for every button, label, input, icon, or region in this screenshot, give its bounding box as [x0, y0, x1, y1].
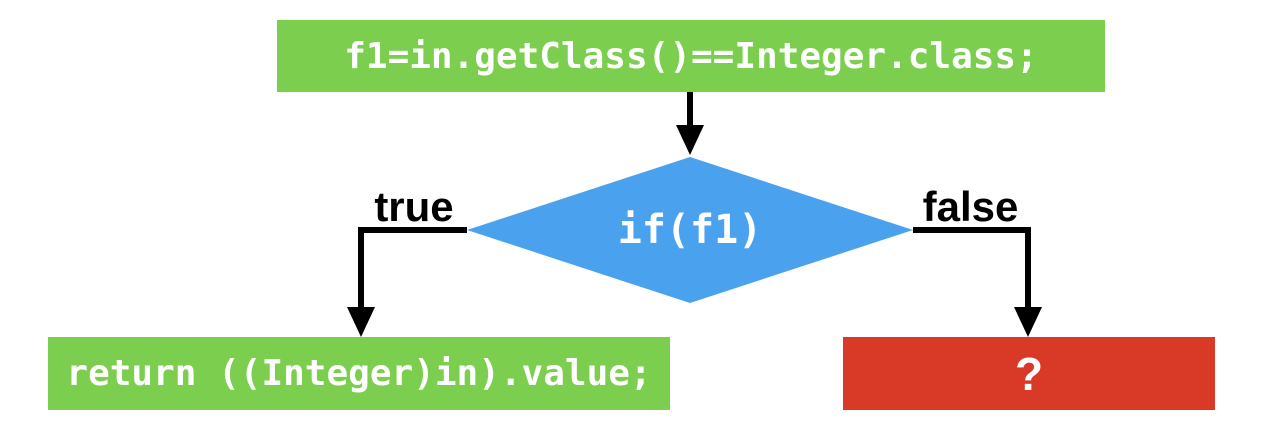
edge-label-true: true [374, 183, 454, 230]
node-statement-text: f1=in.getClass()==Integer.class; [344, 35, 1038, 77]
node-true-result-text: return ((Integer)in).value; [66, 353, 652, 394]
node-statement: f1=in.getClass()==Integer.class; [277, 20, 1105, 92]
connector-false-branch [913, 227, 1042, 337]
connector-line [913, 227, 1031, 310]
arrowhead-down-icon [1014, 307, 1042, 337]
edge-label-false: false [922, 183, 1019, 230]
node-condition-diamond [467, 157, 913, 303]
arrowhead-down-icon [347, 307, 375, 337]
node-false-result: ? [843, 337, 1215, 410]
node-false-result-text: ? [1014, 347, 1044, 400]
arrowhead-down-icon [676, 125, 704, 155]
connector-true-branch [347, 227, 467, 337]
connector-statement-to-condition [676, 90, 704, 155]
node-true-result: return ((Integer)in).value; [48, 337, 670, 410]
connector-line [358, 227, 467, 310]
